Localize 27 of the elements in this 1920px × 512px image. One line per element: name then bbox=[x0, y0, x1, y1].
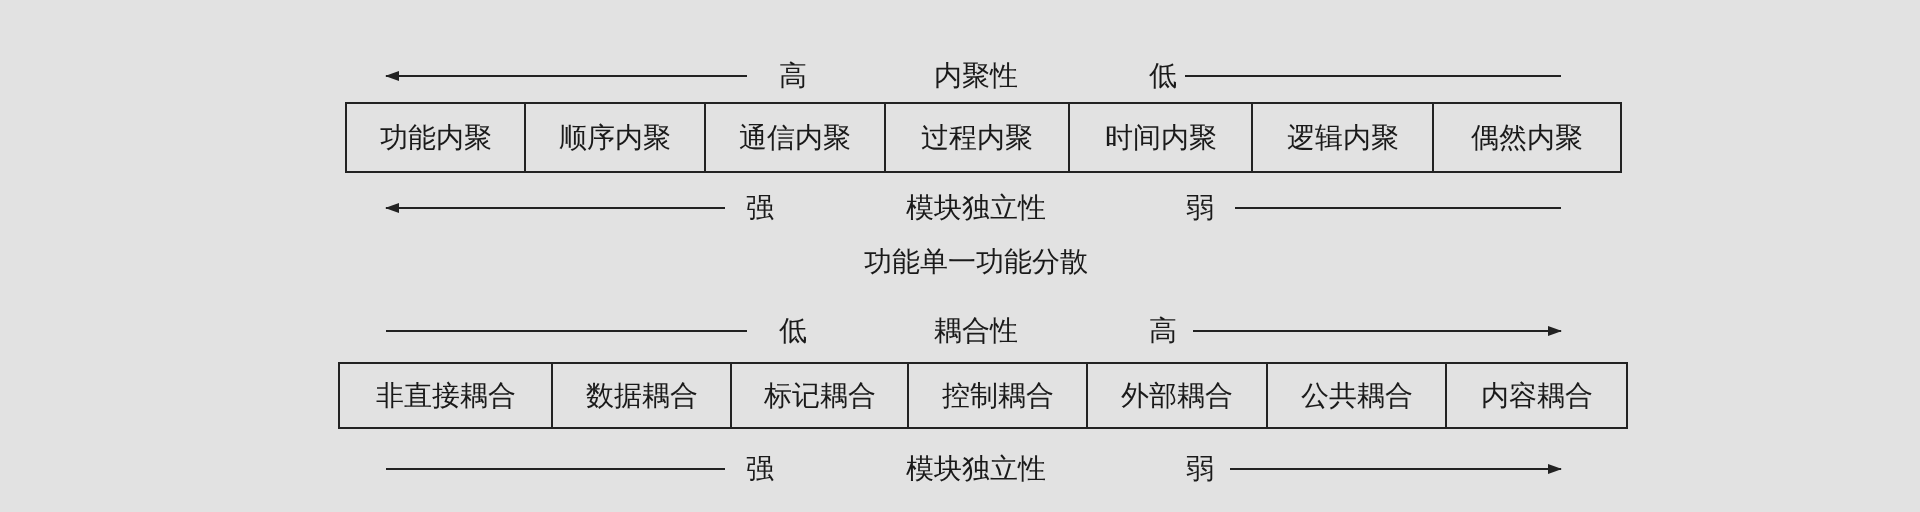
coupling-type-cell: 控制耦合 bbox=[907, 362, 1088, 429]
level-label: 高 bbox=[779, 58, 807, 94]
level-label: 弱 bbox=[1186, 190, 1214, 226]
cohesion-type-cell: 通信内聚 bbox=[704, 102, 886, 173]
caption: 功能单一功能分散 bbox=[864, 244, 1088, 280]
level-label: 弱 bbox=[1186, 451, 1214, 487]
coupling-type-cell: 内容耦合 bbox=[1445, 362, 1628, 429]
coupling-type-cell: 数据耦合 bbox=[551, 362, 732, 429]
cohesion-type-cell: 时间内聚 bbox=[1068, 102, 1253, 173]
scale-title: 内聚性 bbox=[934, 58, 1018, 94]
level-label: 高 bbox=[1149, 313, 1177, 349]
cohesion-type-cell: 偶然内聚 bbox=[1432, 102, 1622, 173]
coupling-type-cell: 外部耦合 bbox=[1086, 362, 1268, 429]
cohesion-type-cell: 功能内聚 bbox=[345, 102, 526, 173]
scale-title: 耦合性 bbox=[934, 313, 1018, 349]
level-label: 低 bbox=[779, 313, 807, 349]
level-label: 强 bbox=[746, 451, 774, 487]
coupling-type-cell: 非直接耦合 bbox=[338, 362, 553, 429]
cohesion-type-cell: 过程内聚 bbox=[884, 102, 1070, 173]
scale-title: 模块独立性 bbox=[906, 451, 1046, 487]
level-label: 强 bbox=[746, 190, 774, 226]
cohesion-type-cell: 逻辑内聚 bbox=[1251, 102, 1434, 173]
scale-title: 模块独立性 bbox=[906, 190, 1046, 226]
level-label: 低 bbox=[1149, 58, 1177, 94]
cohesion-type-cell: 顺序内聚 bbox=[524, 102, 706, 173]
coupling-type-cell: 公共耦合 bbox=[1266, 362, 1447, 429]
coupling-type-cell: 标记耦合 bbox=[730, 362, 909, 429]
